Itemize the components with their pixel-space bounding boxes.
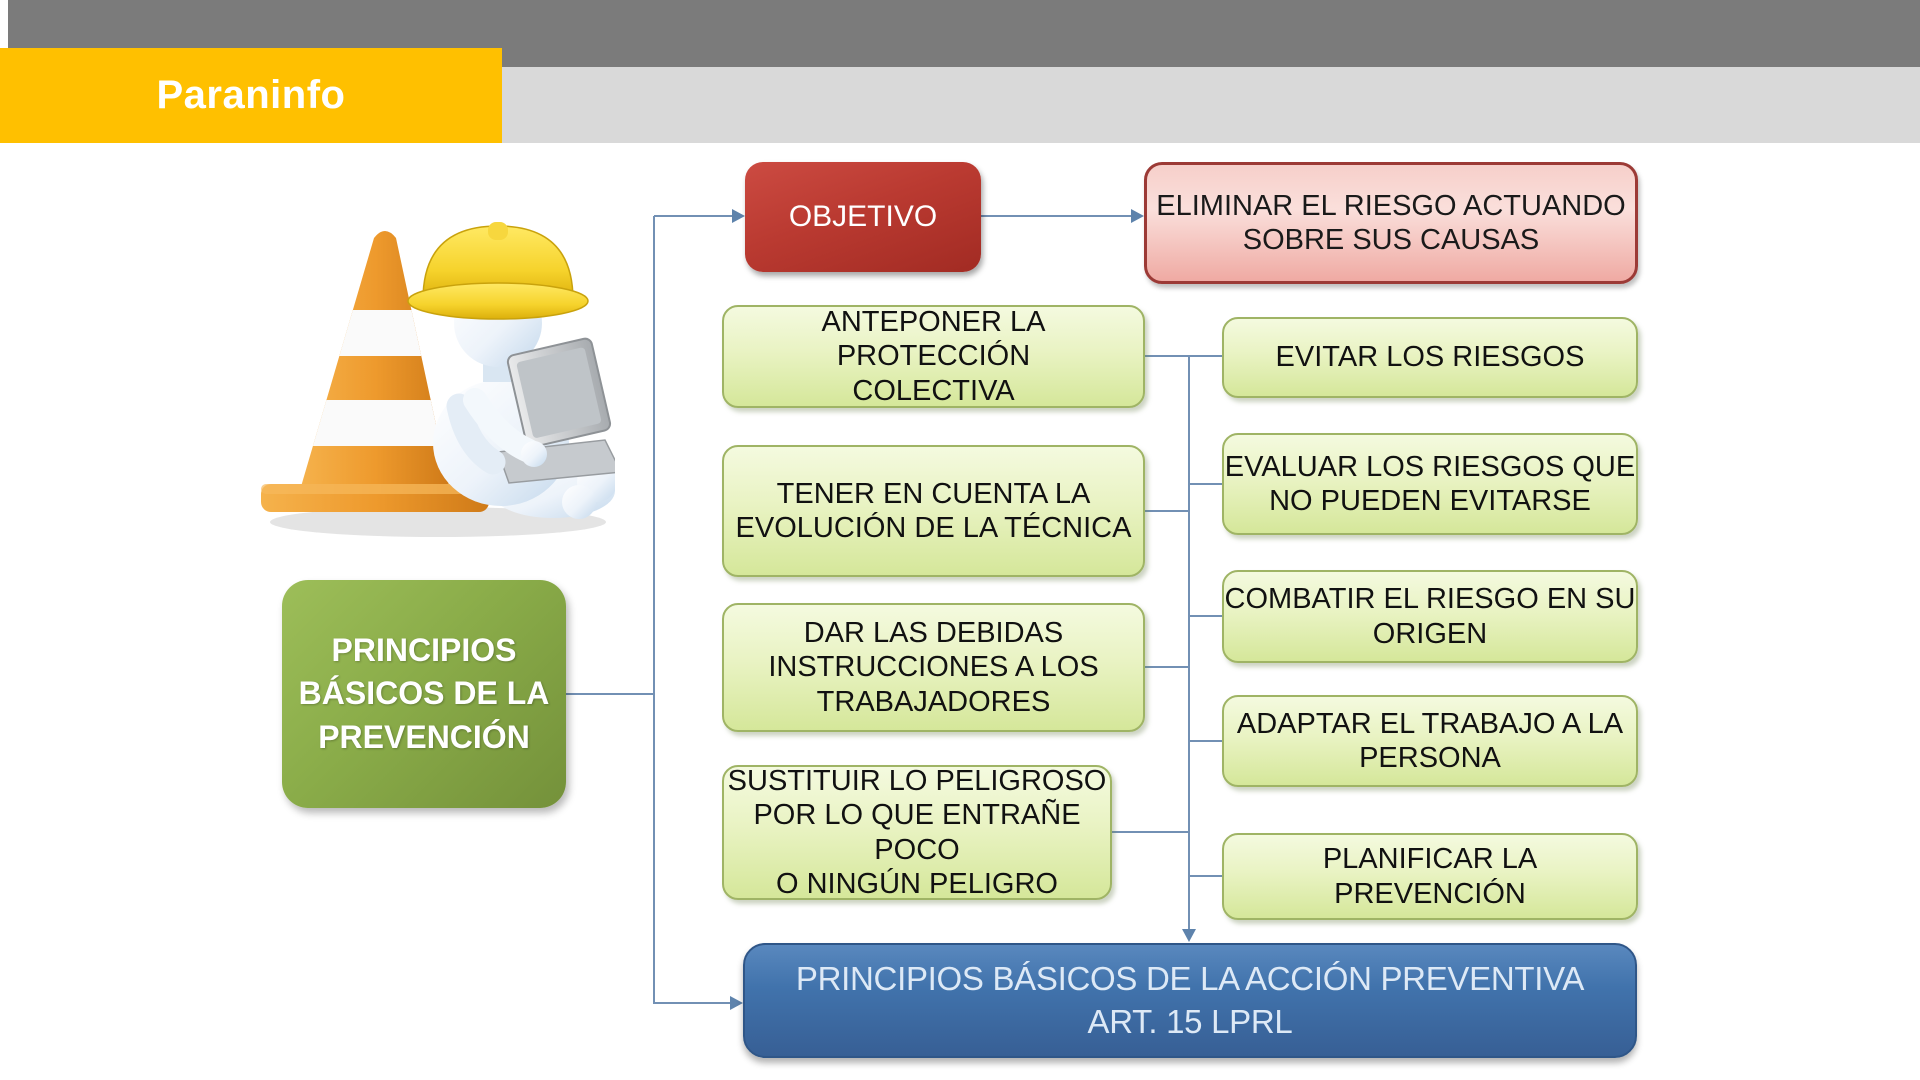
objetivo-box: OBJETIVO (745, 162, 981, 272)
sustituir-peligroso-box: SUSTITUIR LO PELIGROSO POR LO QUE ENTRAÑ… (722, 765, 1112, 900)
arrowhead-objetivo (732, 209, 745, 223)
brand-logo: Paraninfo (0, 48, 502, 143)
connector-stub-tener (1145, 510, 1189, 512)
planificar-prevencion-box: PLANIFICAR LA PREVENCIÓN (1222, 833, 1638, 920)
arrowhead-eliminar (1131, 209, 1144, 223)
connector-from-root (566, 693, 654, 695)
connector-stub-combatir (1189, 615, 1222, 617)
root-box: PRINCIPIOS BÁSICOS DE LA PREVENCIÓN (282, 580, 566, 808)
connector-stub-planificar (1189, 875, 1222, 877)
connector-objetivo-eliminar (981, 215, 1133, 217)
connector-stub-evaluar (1189, 483, 1222, 485)
worker-illustration (261, 222, 615, 537)
accion-preventiva-footer-box: PRINCIPIOS BÁSICOS DE LA ACCIÓN PREVENTI… (743, 943, 1637, 1058)
connector-to-objetivo (654, 215, 734, 217)
worker-arms (446, 388, 547, 475)
dar-instrucciones-box: DAR LAS DEBIDAS INSTRUCCIONES A LOS TRAB… (722, 603, 1145, 732)
arrowhead-footer-left (730, 996, 743, 1010)
brand-name: Paraninfo (156, 73, 346, 117)
connector-left-trunk (653, 216, 655, 1004)
anteponer-proteccion-box: ANTEPONER LA PROTECCIÓN COLECTIVA (722, 305, 1145, 408)
traffic-cone-icon (261, 231, 489, 512)
connector-to-footer-left (654, 1002, 732, 1004)
eliminar-riesgo-box: ELIMINAR EL RIESGO ACTUANDO SOBRE SUS CA… (1144, 162, 1638, 284)
evitar-riesgos-box: EVITAR LOS RIESGOS (1222, 317, 1638, 398)
arrowhead-footer-top (1182, 929, 1196, 942)
laptop-icon (496, 337, 615, 484)
combatir-riesgo-box: COMBATIR EL RIESGO EN SU ORIGEN (1222, 570, 1638, 663)
connector-stub-dar (1145, 666, 1189, 668)
hard-hat-icon (407, 222, 589, 320)
connector-stub-sustituir (1112, 831, 1189, 833)
ground-shadow (270, 507, 606, 537)
connector-right-trunk (1188, 355, 1190, 932)
connector-row-evitar (1140, 355, 1222, 357)
header-light-bar (502, 67, 1920, 143)
adaptar-trabajo-box: ADAPTAR EL TRABAJO A LA PERSONA (1222, 695, 1638, 787)
connector-stub-adaptar (1189, 740, 1222, 742)
tener-en-cuenta-box: TENER EN CUENTA LA EVOLUCIÓN DE LA TÉCNI… (722, 445, 1145, 577)
evaluar-riesgos-box: EVALUAR LOS RIESGOS QUE NO PUEDEN EVITAR… (1222, 433, 1638, 535)
